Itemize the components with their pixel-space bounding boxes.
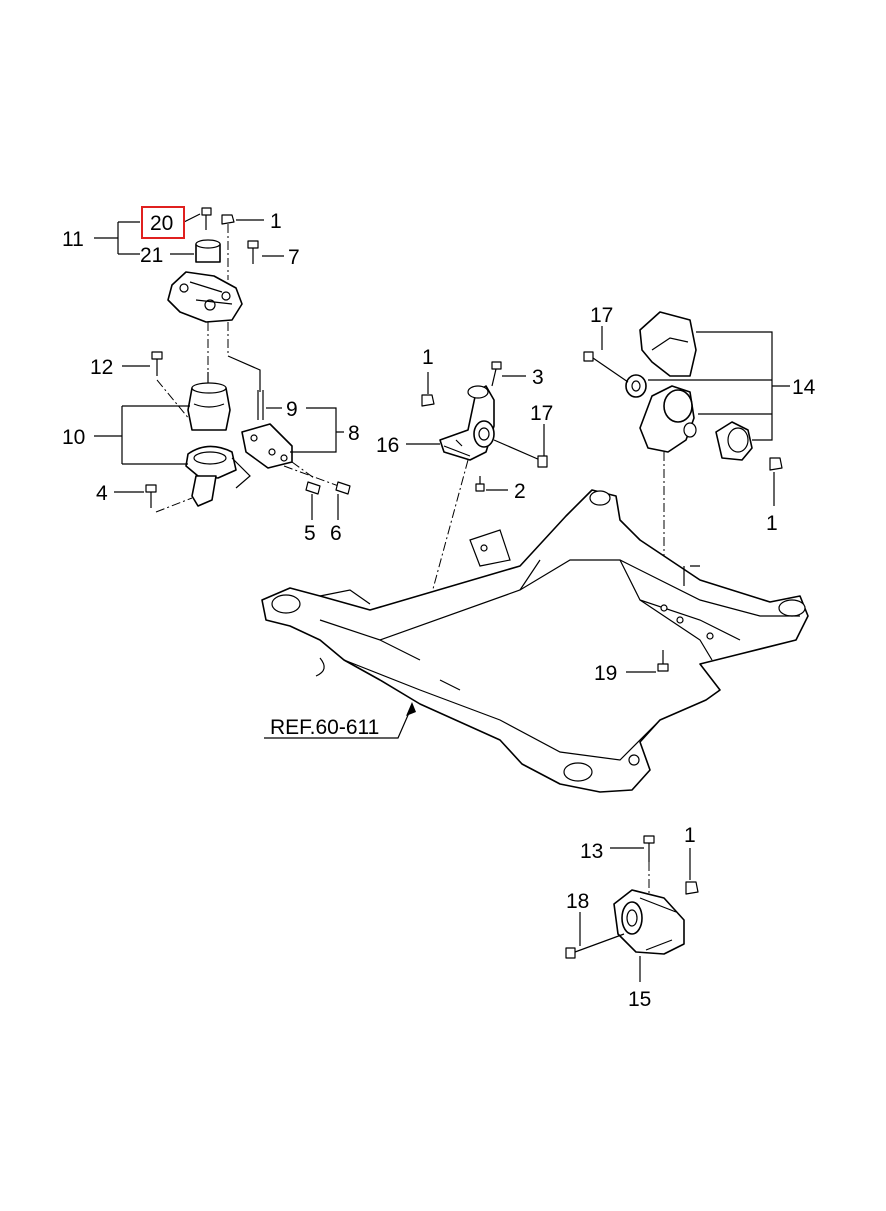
reference-label: REF.60-611 [270,716,379,739]
mount-bracket-16 [439,385,495,461]
bolt-4 [145,484,193,513]
bolt-20 [201,207,212,230]
bolt-2 [475,476,485,492]
callout-16: 16 [376,434,399,457]
bushing-14 [715,421,753,461]
callout-19: 19 [594,662,617,685]
callout-21: 21 [140,244,163,267]
mount-body-14 [639,385,697,453]
callout-3: 3 [532,366,544,389]
bolt-13 [643,835,655,896]
callout-1: 1 [766,512,778,535]
callout-8: 8 [348,422,360,445]
callout-14: 14 [792,376,816,399]
bolt-19 [657,650,669,672]
callout-1: 1 [422,346,434,369]
bolt-5 [305,481,321,495]
bolt-12 [151,351,191,421]
bracket-9 [241,390,293,469]
callout-2: 2 [514,480,526,503]
mount-cover-14 [639,311,697,377]
callout-6: 6 [330,522,342,545]
callout-15: 15 [628,988,651,1011]
mount-15 [613,889,685,955]
callout-4: 4 [96,482,108,505]
leader-lines [94,213,790,982]
bolt-3 [491,361,502,387]
callout-11: 11 [62,228,84,251]
callout-10: 10 [62,426,85,449]
callout-17: 17 [530,402,553,425]
callout-1: 1 [270,210,282,233]
upper-mount-bracket [167,271,243,323]
washer-14 [625,374,647,398]
bolt-7 [247,240,259,264]
highlight-box [141,206,185,239]
nut-1-lower [685,881,699,895]
bolt-17-right [583,351,629,383]
bolt-18 [565,933,625,959]
callout-7: 7 [288,246,300,269]
bushing-21 [195,239,221,263]
subframe [261,489,809,793]
bolt-17-center [493,439,548,468]
callout-5: 5 [304,522,316,545]
callout-12: 12 [90,356,113,379]
nut-1-top [221,214,235,225]
callout-18: 18 [566,890,589,913]
bolt-6 [335,481,351,495]
callout-labels: 11 20 1 21 7 12 9 8 10 4 5 6 1 3 16 17 2… [62,210,816,1011]
callout-13: 13 [580,840,603,863]
callout-17: 17 [590,304,613,327]
callout-9: 9 [286,398,298,421]
nut-1-center [421,394,435,407]
nut-1-right [769,457,783,471]
mount-insulator-10 [185,372,251,507]
callout-20: 20 [150,212,173,235]
callout-1: 1 [684,824,696,847]
